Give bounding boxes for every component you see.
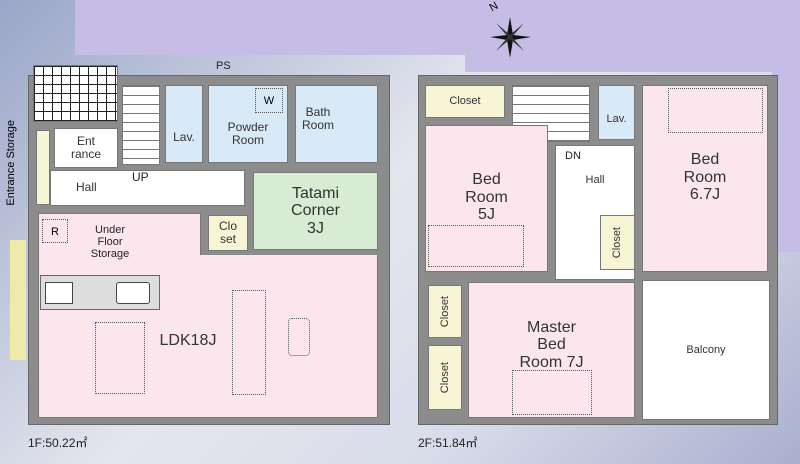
balcony: Balcony: [642, 280, 770, 420]
closet-2f-top: Closet: [425, 85, 505, 118]
ldk-label: LDK18J: [159, 332, 217, 350]
refrigerator-label: R: [51, 226, 59, 238]
closet-2f-left-1-label: Closet: [438, 295, 451, 328]
low-table: [288, 318, 310, 356]
stairs-1f: [122, 85, 160, 165]
bedroom-5j-label: Bed Room 5J: [465, 171, 508, 224]
tv-shelf: [232, 290, 266, 395]
bedroom-6-7j-label: Bed Room 6.7J: [683, 151, 727, 204]
lavatory-1f-label: Lav.: [173, 129, 195, 144]
bath-room: Bath Room: [295, 85, 378, 163]
up-label: UP: [132, 170, 149, 184]
closet-2f-top-label: Closet: [449, 95, 481, 108]
sink-icon: [116, 282, 150, 304]
entrance: Ent rance: [54, 128, 118, 168]
tatami-corner: Tatami Corner 3J: [253, 172, 378, 250]
under-floor-storage-label: Under Floor Storage: [90, 224, 130, 261]
closet-1f: Clo set: [208, 215, 248, 251]
bath-room-label: Bath Room: [302, 105, 335, 133]
refrigerator-space: R: [42, 219, 68, 243]
balcony-label: Balcony: [686, 343, 726, 356]
floor-2-area-label: 2F:51.84㎡: [418, 436, 478, 450]
master-bedroom: Master Bed Room 7J: [468, 282, 635, 418]
lavatory-2f-label: Lav.: [606, 112, 627, 125]
entrance-label: Ent rance: [70, 133, 102, 161]
ldk-upper: [38, 213, 201, 258]
compass-star-icon: [490, 17, 531, 58]
powder-room-label: Powder Room: [227, 119, 269, 147]
lavatory-2f: Lav.: [598, 85, 635, 140]
closet-2f-left-2-label: Closet: [438, 361, 451, 394]
compass: N: [488, 0, 533, 60]
entrance-storage: [36, 130, 50, 205]
lavatory-1f: Lav.: [165, 85, 203, 163]
entrance-storage-label: Entrance Storage: [5, 120, 17, 206]
stove-icon: [45, 282, 73, 304]
garden-strip: [10, 240, 26, 360]
ps-label: PS: [216, 60, 231, 72]
closet-2f-left-2: Closet: [428, 345, 462, 410]
hall-2f-label: Hall: [585, 174, 605, 186]
dining-table: [95, 322, 145, 394]
closet-2f-left-1: Closet: [428, 285, 462, 338]
bedroom-6-7j: Bed Room 6.7J: [642, 85, 768, 272]
background-band-top: [75, 0, 465, 55]
bed-5j: [428, 225, 524, 267]
washer-label: W: [263, 95, 275, 107]
master-bedroom-label: Master Bed Room 7J: [519, 318, 584, 371]
bedroom-5j: Bed Room 5J: [425, 125, 548, 272]
bed-6-7j: [668, 88, 763, 133]
floor-1-area-label: 1F:50.22㎡: [28, 436, 88, 450]
powder-room: Powder Room: [208, 85, 288, 163]
closet-2f-mid: Closet: [600, 215, 635, 270]
bed-master: [512, 370, 592, 415]
closet-1f-label: Clo set: [218, 218, 237, 246]
hall-1f: Hall: [50, 170, 245, 206]
entrance-porch: [33, 65, 118, 122]
washer-space: W: [255, 88, 283, 113]
closet-2f-mid-label: Closet: [611, 226, 624, 259]
dn-label: DN: [565, 150, 581, 162]
stairs-2f: [512, 85, 590, 142]
tatami-corner-label: Tatami Corner 3J: [291, 184, 340, 237]
hall-1f-label: Hall: [76, 180, 97, 195]
